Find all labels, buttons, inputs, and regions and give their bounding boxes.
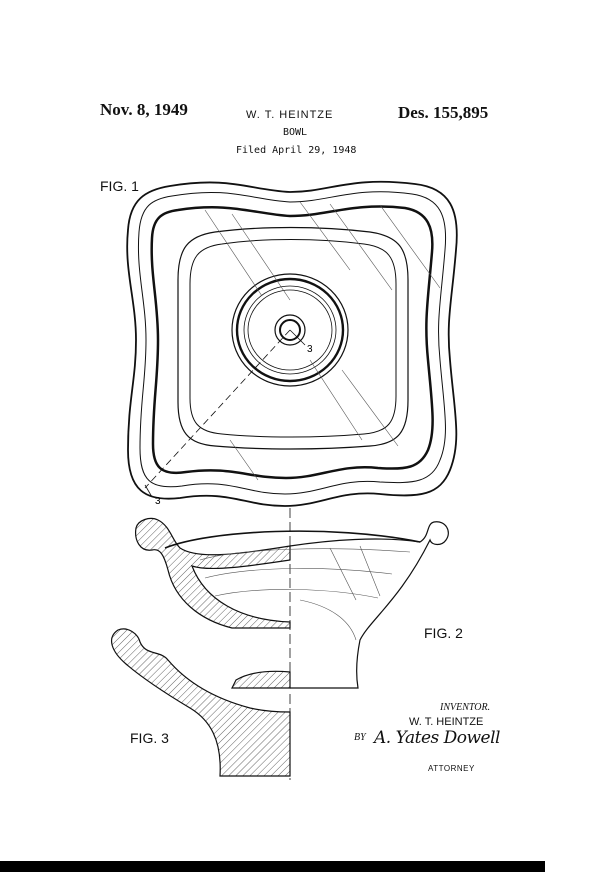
bowl-rim-inner [137,191,447,495]
bowl-center-inner [279,319,301,341]
bowl-foot-ring-3 [247,289,333,371]
inventor-label: INVENTOR. [440,702,491,713]
fig3-hatched-wall [110,628,291,777]
fig1-shading [204,201,441,481]
section-ref-top: 3 [307,344,313,355]
bottom-border-bar [0,861,545,872]
bowl-center-outer [274,314,306,346]
patent-number: Des. 155,895 [398,103,489,122]
attorney-label: ATTORNEY [428,764,475,773]
bowl-foot-outer [231,273,349,387]
bowl-foot-ring-2 [243,285,337,375]
fig1-label: FIG. 1 [100,178,139,194]
fig3-label: FIG. 3 [130,730,169,746]
bowl-foot-ring-1 [235,277,345,383]
bowl-well-inner [189,239,397,438]
fig2-label: FIG. 2 [424,625,463,641]
section-leader-top [289,329,306,346]
fig2-right-profile [289,521,449,689]
section-leader-bottom [144,484,153,498]
by-label: BY [354,732,366,743]
inventor-header: W. T. HEINTZE [246,109,334,121]
bowl-outer-rim [126,180,458,507]
fig1-top-view [126,180,458,507]
fig2-rim-line [164,530,421,549]
filed-date: Filed April 29, 1948 [236,145,357,156]
patent-date: Nov. 8, 1949 [100,100,188,119]
inventor-name: W. T. HEINTZE [409,716,484,728]
section-ref-bottom: 3 [155,496,161,507]
bowl-rim-bead [150,205,434,480]
fig2-side-view [135,508,449,690]
section-line-3-3 [144,329,291,489]
patent-title: BOWL [283,127,308,138]
fig3-section [110,628,291,780]
fig2-shading [199,545,411,641]
bowl-well-outer [177,226,409,450]
fig2-left-section [135,517,291,629]
fig2-left-foot [231,670,291,689]
attorney-signature: A. Yates Dowell [374,728,501,748]
